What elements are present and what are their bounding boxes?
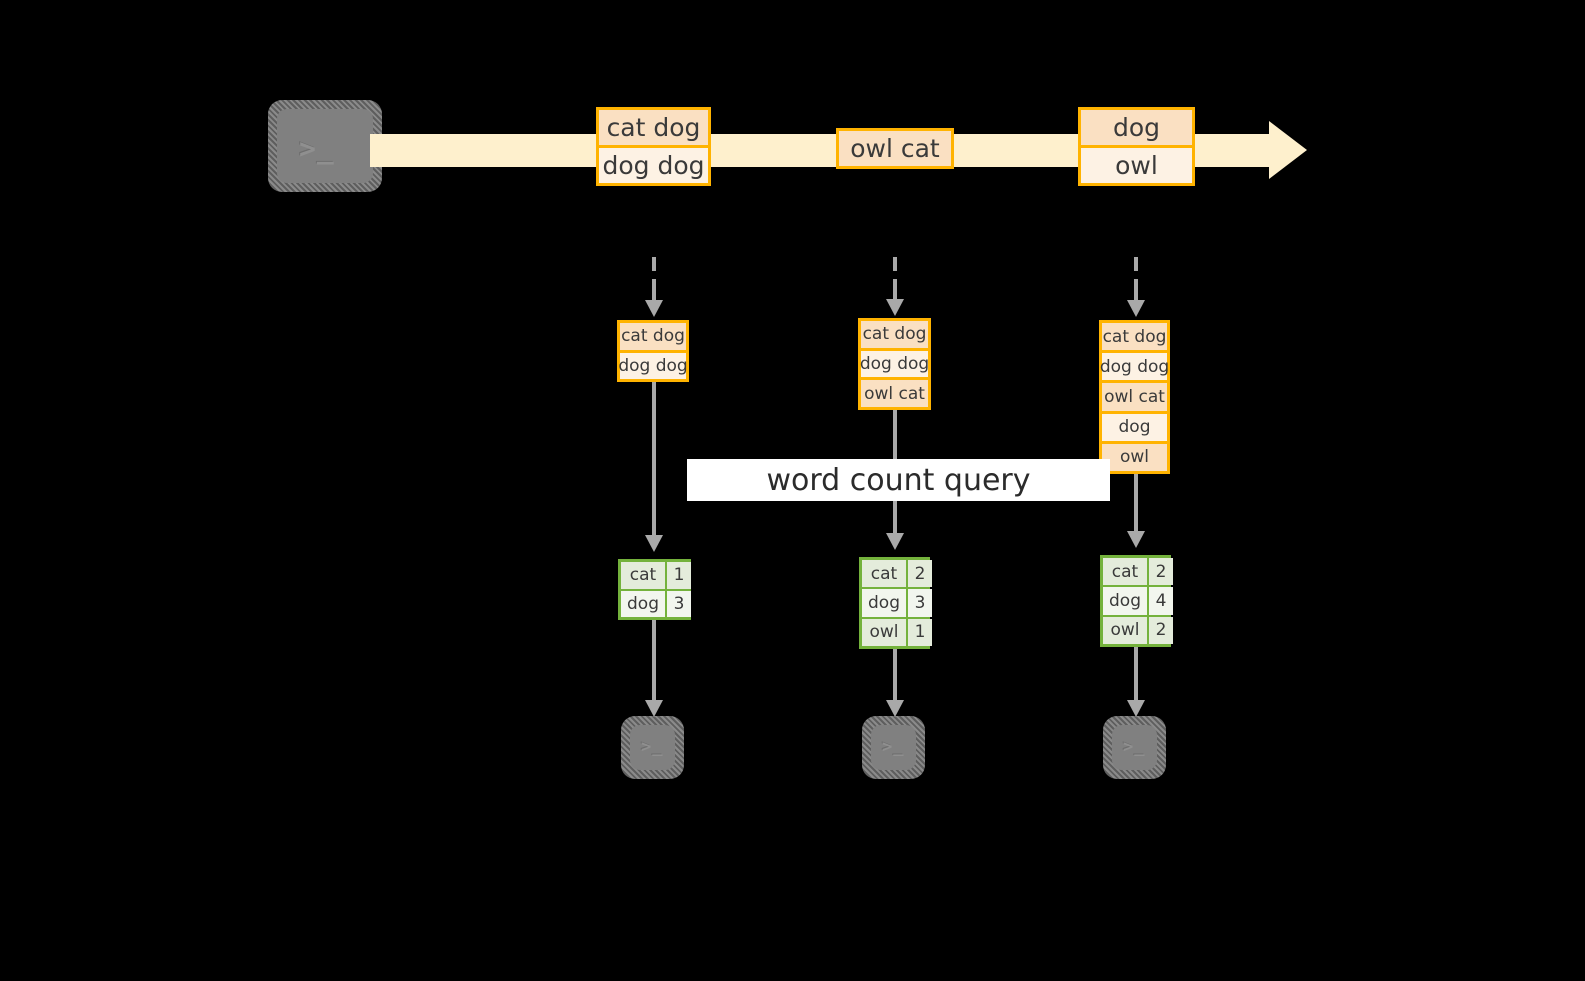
snapshot-tick-dash-3 [1134, 257, 1138, 271]
sink-connector-1 [652, 620, 656, 705]
word-cell: dog [1103, 587, 1147, 615]
snapshot-connector-2 [893, 279, 897, 302]
stream-record-line: dog [1081, 110, 1192, 145]
word-cell: cat [1103, 558, 1147, 586]
snapshot-connector-3 [1134, 279, 1138, 302]
table-row: dog 3 [862, 587, 932, 617]
sink-terminal-1: >_ [621, 716, 684, 779]
word-cell: dog [621, 590, 665, 617]
query-connector-1 [652, 382, 656, 537]
stream-record-2: owl cat [836, 128, 954, 169]
count-cell: 2 [906, 560, 932, 588]
snapshot-line: owl cat [1102, 380, 1167, 411]
table-row: dog 4 [1103, 585, 1173, 615]
stream-record-line: owl [1081, 145, 1192, 183]
stream-record-1: cat dog dog dog [596, 107, 711, 186]
query-arrowhead-2 [886, 533, 904, 550]
table-row: cat 2 [862, 560, 932, 588]
table-row: dog 3 [621, 588, 691, 617]
count-cell: 2 [1147, 616, 1173, 644]
sink-arrowhead-2 [886, 700, 904, 717]
count-cell: 3 [665, 590, 691, 617]
word-cell: dog [862, 589, 906, 617]
sink-arrowhead-3 [1127, 700, 1145, 717]
snapshot-arrowhead-1 [645, 300, 663, 317]
terminal-prompt-icon: >_ [299, 132, 335, 165]
snapshot-arrowhead-2 [886, 299, 904, 316]
terminal-body [630, 725, 675, 770]
query-connector-3 [1134, 474, 1138, 534]
terminal-prompt-icon: >_ [641, 737, 664, 757]
terminal-body [871, 725, 916, 770]
snapshot-line: dog [1102, 410, 1167, 441]
snapshot-line: cat dog [861, 321, 928, 348]
count-cell: 3 [906, 589, 932, 617]
snapshot-1: cat dog dog dog [617, 320, 689, 382]
snapshot-line: dog dog [618, 349, 688, 379]
terminal-body [277, 109, 373, 183]
snapshot-2: cat dog dog dog owl cat [858, 318, 931, 410]
result-table-3: cat 2 dog 4 owl 2 [1100, 555, 1173, 647]
sink-connector-3 [1134, 647, 1138, 705]
snapshot-line: dog dog [1100, 350, 1169, 381]
word-cell: owl [1103, 616, 1147, 644]
stream-record-line: dog dog [599, 145, 708, 183]
sink-terminal-2: >_ [862, 716, 925, 779]
table-row: owl 2 [1103, 614, 1173, 644]
sink-connector-2 [893, 649, 897, 705]
table-row: cat 1 [621, 562, 691, 589]
terminal-prompt-icon: >_ [1123, 737, 1146, 757]
query-arrowhead-1 [645, 535, 663, 552]
sink-arrowhead-1 [645, 700, 663, 717]
stream-record-3: dog owl [1078, 107, 1195, 186]
sink-terminal-3: >_ [1103, 716, 1166, 779]
source-terminal: >_ [268, 100, 382, 192]
terminal-body [1112, 725, 1157, 770]
result-table-1: cat 1 dog 3 [618, 559, 691, 620]
query-label: word count query [687, 459, 1110, 501]
event-stream-arrowhead [1269, 121, 1307, 179]
query-arrowhead-3 [1127, 531, 1145, 548]
snapshot-tick-dash-2 [893, 257, 897, 271]
table-row: owl 1 [862, 616, 932, 646]
table-row: cat 2 [1103, 558, 1173, 586]
word-cell: cat [862, 560, 906, 588]
snapshot-line: cat dog [1102, 323, 1167, 351]
count-cell: 4 [1147, 587, 1173, 615]
query-label-text: word count query [766, 462, 1031, 498]
stream-record-line: owl cat [839, 131, 951, 166]
snapshot-line: cat dog [620, 323, 686, 350]
count-cell: 2 [1147, 558, 1173, 586]
snapshot-connector-1 [652, 279, 656, 302]
count-cell: 1 [906, 618, 932, 646]
word-cell: owl [862, 618, 906, 646]
word-cell: cat [621, 562, 665, 589]
snapshot-arrowhead-3 [1127, 300, 1145, 317]
snapshot-line: owl [1102, 440, 1167, 472]
snapshot-3: cat dog dog dog owl cat dog owl [1099, 320, 1170, 474]
snapshot-line: dog dog [860, 347, 929, 378]
result-table-2: cat 2 dog 3 owl 1 [859, 557, 932, 649]
count-cell: 1 [665, 562, 691, 589]
stream-record-line: cat dog [599, 110, 708, 145]
snapshot-line: owl cat [861, 377, 928, 408]
terminal-prompt-icon: >_ [882, 737, 905, 757]
snapshot-tick-dash-1 [652, 257, 656, 271]
